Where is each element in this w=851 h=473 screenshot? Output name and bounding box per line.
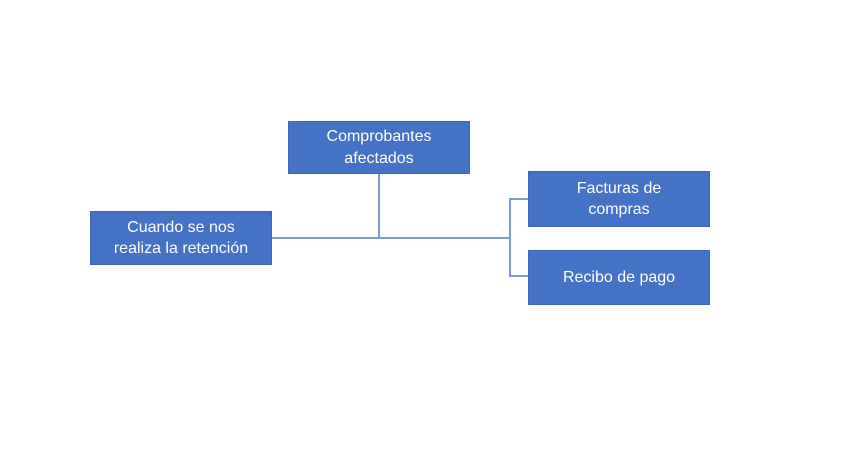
connector-stub-recibo bbox=[509, 275, 529, 277]
node-cuando-se-nos-realiza-la-retencion[interactable]: Cuando se nos realiza la retención bbox=[90, 211, 272, 265]
connector-main-horizontal bbox=[271, 237, 510, 239]
connector-bracket-vertical bbox=[509, 198, 511, 277]
node-facturas-de-compras[interactable]: Facturas de compras bbox=[528, 171, 710, 227]
node-label-line: Recibo de pago bbox=[562, 268, 676, 286]
node-label-line: Comprobantes bbox=[326, 128, 432, 146]
node-label-line: realiza la retención bbox=[113, 240, 249, 257]
connector-top-vertical bbox=[378, 174, 380, 238]
node-label-line: compras bbox=[588, 201, 650, 218]
node-comprobantes-afectados[interactable]: Comprobantes afectados bbox=[288, 121, 470, 174]
node-label-line: Facturas de bbox=[576, 179, 662, 197]
node-label-line: Cuando se nos bbox=[127, 218, 235, 236]
connector-stub-facturas bbox=[509, 198, 529, 200]
node-label-line: afectados bbox=[344, 149, 414, 167]
node-recibo-de-pago[interactable]: Recibo de pago bbox=[528, 250, 710, 305]
